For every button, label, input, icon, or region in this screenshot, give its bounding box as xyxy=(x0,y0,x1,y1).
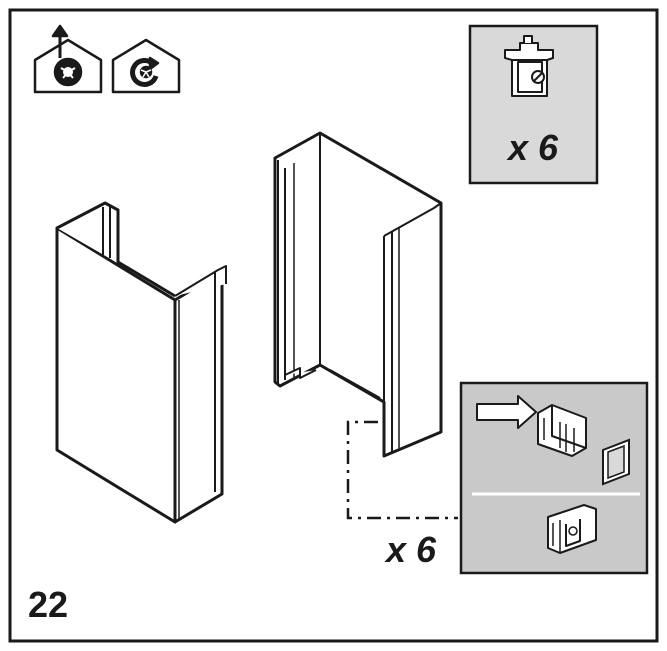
parts-quantity-label: x 6 xyxy=(506,127,559,168)
step-number: 22 xyxy=(28,584,68,625)
callout-quantity-label: x 6 xyxy=(384,529,437,570)
inner-chimney-cover xyxy=(273,131,443,458)
ducted-exhaust-house-icon xyxy=(33,24,103,94)
outer-chimney-cover xyxy=(55,201,227,524)
callout-leader-line xyxy=(346,420,458,520)
clip-detail-callout xyxy=(459,381,649,575)
spring-clip-icon xyxy=(504,35,554,97)
panel-slot-icon xyxy=(602,438,630,486)
clip-insertion-icon xyxy=(537,404,587,457)
installed-clip-icon xyxy=(547,504,597,554)
parts-box: x 6 xyxy=(468,24,599,185)
recirculation-house-icon xyxy=(111,38,181,94)
insertion-arrow-icon xyxy=(476,395,537,429)
